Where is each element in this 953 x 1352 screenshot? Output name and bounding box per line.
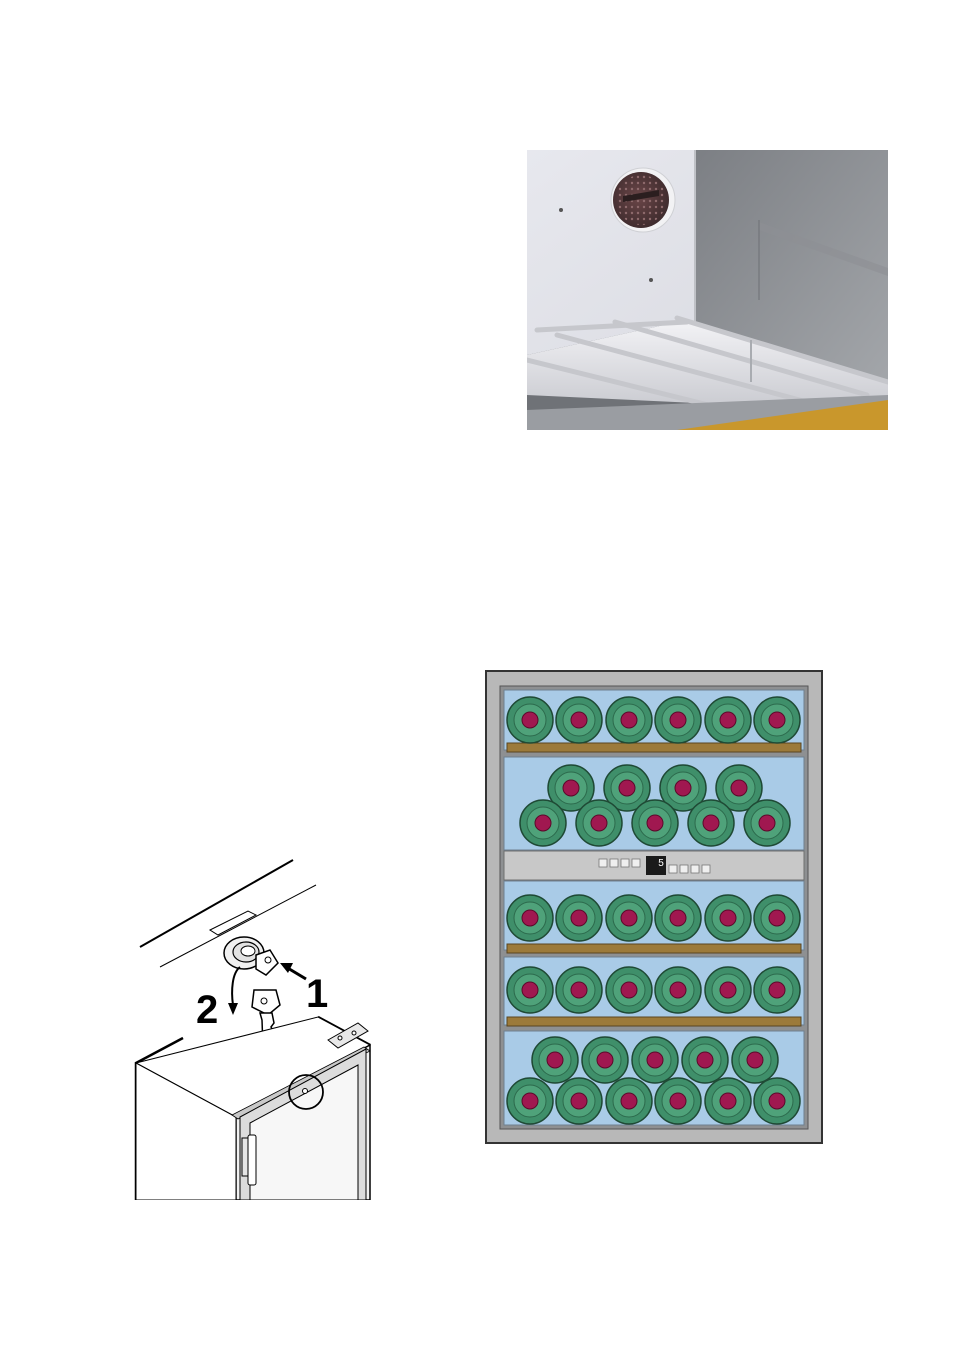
bottle-icon <box>556 697 602 743</box>
bottle-icon <box>655 895 701 941</box>
bottle-icon <box>606 895 652 941</box>
bottle-icon <box>688 800 734 846</box>
wooden-shelf <box>507 944 801 953</box>
step-2-label: 2 <box>196 988 218 1032</box>
panel-button[interactable] <box>691 865 699 873</box>
wooden-shelf <box>507 1017 801 1026</box>
wooden-shelf <box>507 743 801 752</box>
bottle-icon <box>582 1037 628 1083</box>
bottle-icon <box>632 1037 678 1083</box>
bottle-icon <box>655 1078 701 1124</box>
bottle-icon <box>754 895 800 941</box>
panel-button[interactable] <box>632 859 640 867</box>
bottle-icon <box>754 967 800 1013</box>
bottle-icon <box>556 967 602 1013</box>
bottle-icon <box>744 800 790 846</box>
bottle-icon <box>705 1078 751 1124</box>
door-lock-figure: 1 2 <box>128 855 388 1200</box>
insert-arrow-icon <box>280 963 306 979</box>
bottle-icon <box>705 697 751 743</box>
bottle-icon <box>606 697 652 743</box>
bottle-icon <box>754 697 800 743</box>
panel-button[interactable] <box>669 865 677 873</box>
bottle-icon <box>576 800 622 846</box>
bottle-icon <box>507 1078 553 1124</box>
bottle-icon <box>732 1037 778 1083</box>
control-panel: 5 <box>504 851 804 880</box>
bottle-icon <box>754 1078 800 1124</box>
bottle-icon <box>632 800 678 846</box>
bottle-icon <box>606 1078 652 1124</box>
bottle-icon <box>507 967 553 1013</box>
bottle-icon <box>556 895 602 941</box>
temperature-display: 5 <box>658 858 664 869</box>
bottle-icon <box>705 895 751 941</box>
bottle-icon <box>705 967 751 1013</box>
bottle-icon <box>507 895 553 941</box>
bottle-icon <box>606 967 652 1013</box>
panel-button[interactable] <box>680 865 688 873</box>
bottle-icon <box>507 697 553 743</box>
panel-button[interactable] <box>702 865 710 873</box>
bottle-storage-layout-figure: 5 <box>485 670 823 1144</box>
key-inserted-icon <box>256 950 278 975</box>
bottle-icon <box>655 697 701 743</box>
panel-button[interactable] <box>610 859 618 867</box>
panel-button[interactable] <box>621 859 629 867</box>
bottle-icon <box>532 1037 578 1083</box>
charcoal-filter-figure <box>527 150 888 430</box>
wine-cabinet-outline <box>136 1017 370 1200</box>
bottle-icon <box>556 1078 602 1124</box>
bottle-icon <box>682 1037 728 1083</box>
step-1-label: 1 <box>306 972 328 1016</box>
bottle-icon <box>520 800 566 846</box>
panel-button[interactable] <box>599 859 607 867</box>
bottle-icon <box>655 967 701 1013</box>
turn-arrow-icon <box>228 967 240 1015</box>
